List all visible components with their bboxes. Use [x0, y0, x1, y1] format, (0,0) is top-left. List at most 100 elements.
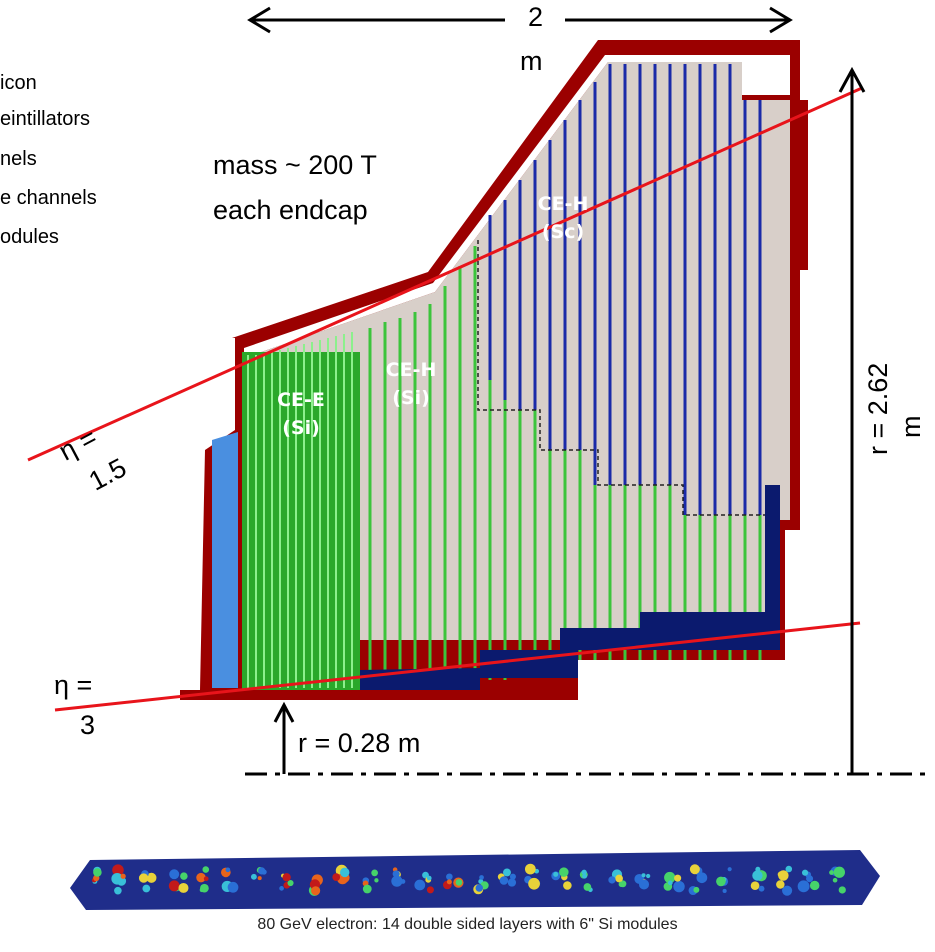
shower-hit	[93, 868, 102, 877]
shower-hit	[114, 886, 122, 895]
region-ce-h-si-name: CE-H	[385, 359, 437, 381]
shower-hit	[618, 881, 625, 888]
shower-hit	[667, 880, 673, 886]
ce-h-sc-layers	[488, 64, 762, 515]
shower-hit	[279, 886, 284, 891]
region-ce-h-sc: CE-H (Sc)	[532, 190, 594, 246]
shower-hit	[332, 873, 341, 881]
shower-hit	[455, 879, 463, 886]
eta-3-value: 3	[80, 710, 96, 740]
shower-hit	[120, 873, 126, 879]
region-ce-h-si-tech: (Si)	[392, 387, 430, 409]
shower-hit	[752, 870, 763, 881]
shower-hit	[608, 876, 616, 884]
shower-hit	[809, 880, 820, 891]
shower-hit	[414, 879, 426, 891]
shower-hit	[479, 875, 484, 880]
shower-hit	[801, 869, 809, 876]
shower-hit	[446, 879, 452, 885]
shower-hit	[426, 875, 432, 881]
shower-hit	[287, 879, 294, 887]
shower-hit	[138, 873, 149, 883]
shower-hit	[693, 886, 700, 893]
shower-hit	[225, 867, 231, 873]
shower-hit	[180, 872, 188, 880]
ce-e-section	[242, 352, 360, 690]
shower-hit	[716, 876, 726, 887]
event-display	[70, 850, 880, 910]
inner-radius-arrow	[273, 701, 295, 774]
inner-radius-label: r = 0.28 m	[298, 728, 421, 758]
shower-hit	[371, 869, 378, 877]
shower-hit	[112, 864, 124, 876]
region-ce-e-tech: (Si)	[282, 417, 320, 439]
shower-hit	[785, 865, 793, 873]
shower-hit	[446, 873, 453, 881]
region-ce-e-name: CE-E	[277, 389, 325, 411]
shower-hit	[392, 870, 400, 878]
shower-hit	[422, 871, 429, 879]
event-caption: 80 GeV electron: 14 double sided layers …	[257, 916, 678, 933]
shower-hit	[178, 882, 189, 893]
outer-radius-label: r = 2.62	[863, 362, 893, 455]
shower-hit	[426, 886, 434, 894]
outer-radius-arrow	[838, 66, 866, 774]
eta-3-symbol: η =	[54, 670, 93, 700]
shower-hit	[168, 880, 180, 892]
region-ce-h-sc-name: CE-H	[537, 193, 589, 215]
base-electronics	[360, 485, 780, 690]
legend-line-4: e channels	[0, 187, 97, 209]
shower-hit	[202, 866, 210, 873]
shower-hit	[258, 867, 266, 875]
legend-line-3: nels	[0, 148, 37, 170]
shower-hit	[582, 873, 587, 879]
shower-hit	[664, 871, 676, 884]
shower-hit	[200, 883, 209, 893]
shower-hit	[499, 876, 509, 885]
shower-hit	[722, 888, 727, 894]
ce-h-si-layers	[368, 246, 762, 680]
shower-hit	[782, 885, 793, 896]
shower-hit	[673, 880, 685, 893]
eta-3-line	[54, 621, 861, 712]
si-sc-boundary	[477, 240, 770, 516]
mass-line-2: each endcap	[213, 195, 368, 225]
shower-hit	[838, 886, 846, 894]
shower-hit	[507, 878, 517, 887]
shower-hit	[829, 870, 834, 875]
shower-hit	[689, 864, 700, 875]
shower-hit	[311, 886, 321, 896]
shower-hit	[227, 881, 239, 893]
shower-hit	[142, 884, 151, 893]
shower-hit	[696, 872, 708, 884]
shower-hit	[832, 877, 838, 883]
cooling-plate	[212, 432, 238, 688]
shower-hit	[503, 868, 511, 877]
shower-hit	[528, 877, 540, 890]
shower-hit	[727, 867, 732, 872]
shower-hit	[257, 876, 262, 881]
width-unit: m	[520, 46, 543, 76]
shower-hit	[362, 884, 372, 894]
shower-hit	[282, 873, 291, 882]
shower-hit	[646, 873, 651, 879]
region-ce-h-sc-tech: (Sc)	[541, 221, 585, 243]
shower-hit	[776, 880, 785, 889]
legend-line-1: icon	[0, 72, 37, 94]
shower-hit	[374, 878, 379, 883]
shower-hit	[797, 880, 810, 893]
shower-hit	[524, 863, 536, 875]
shower-hit	[583, 883, 592, 891]
legend-line-2: eintillators	[0, 108, 91, 130]
shower-hit	[196, 872, 206, 883]
shower-hit	[169, 869, 180, 880]
shower-hit	[146, 872, 157, 883]
region-ce-h-si: CE-H (Si)	[380, 356, 442, 412]
shower-hit	[203, 876, 209, 882]
shower-hit	[391, 875, 403, 887]
shower-hit	[750, 881, 760, 891]
shower-hit	[475, 884, 484, 892]
outer-radius-unit: m	[896, 415, 926, 439]
shower-hit	[581, 869, 587, 875]
